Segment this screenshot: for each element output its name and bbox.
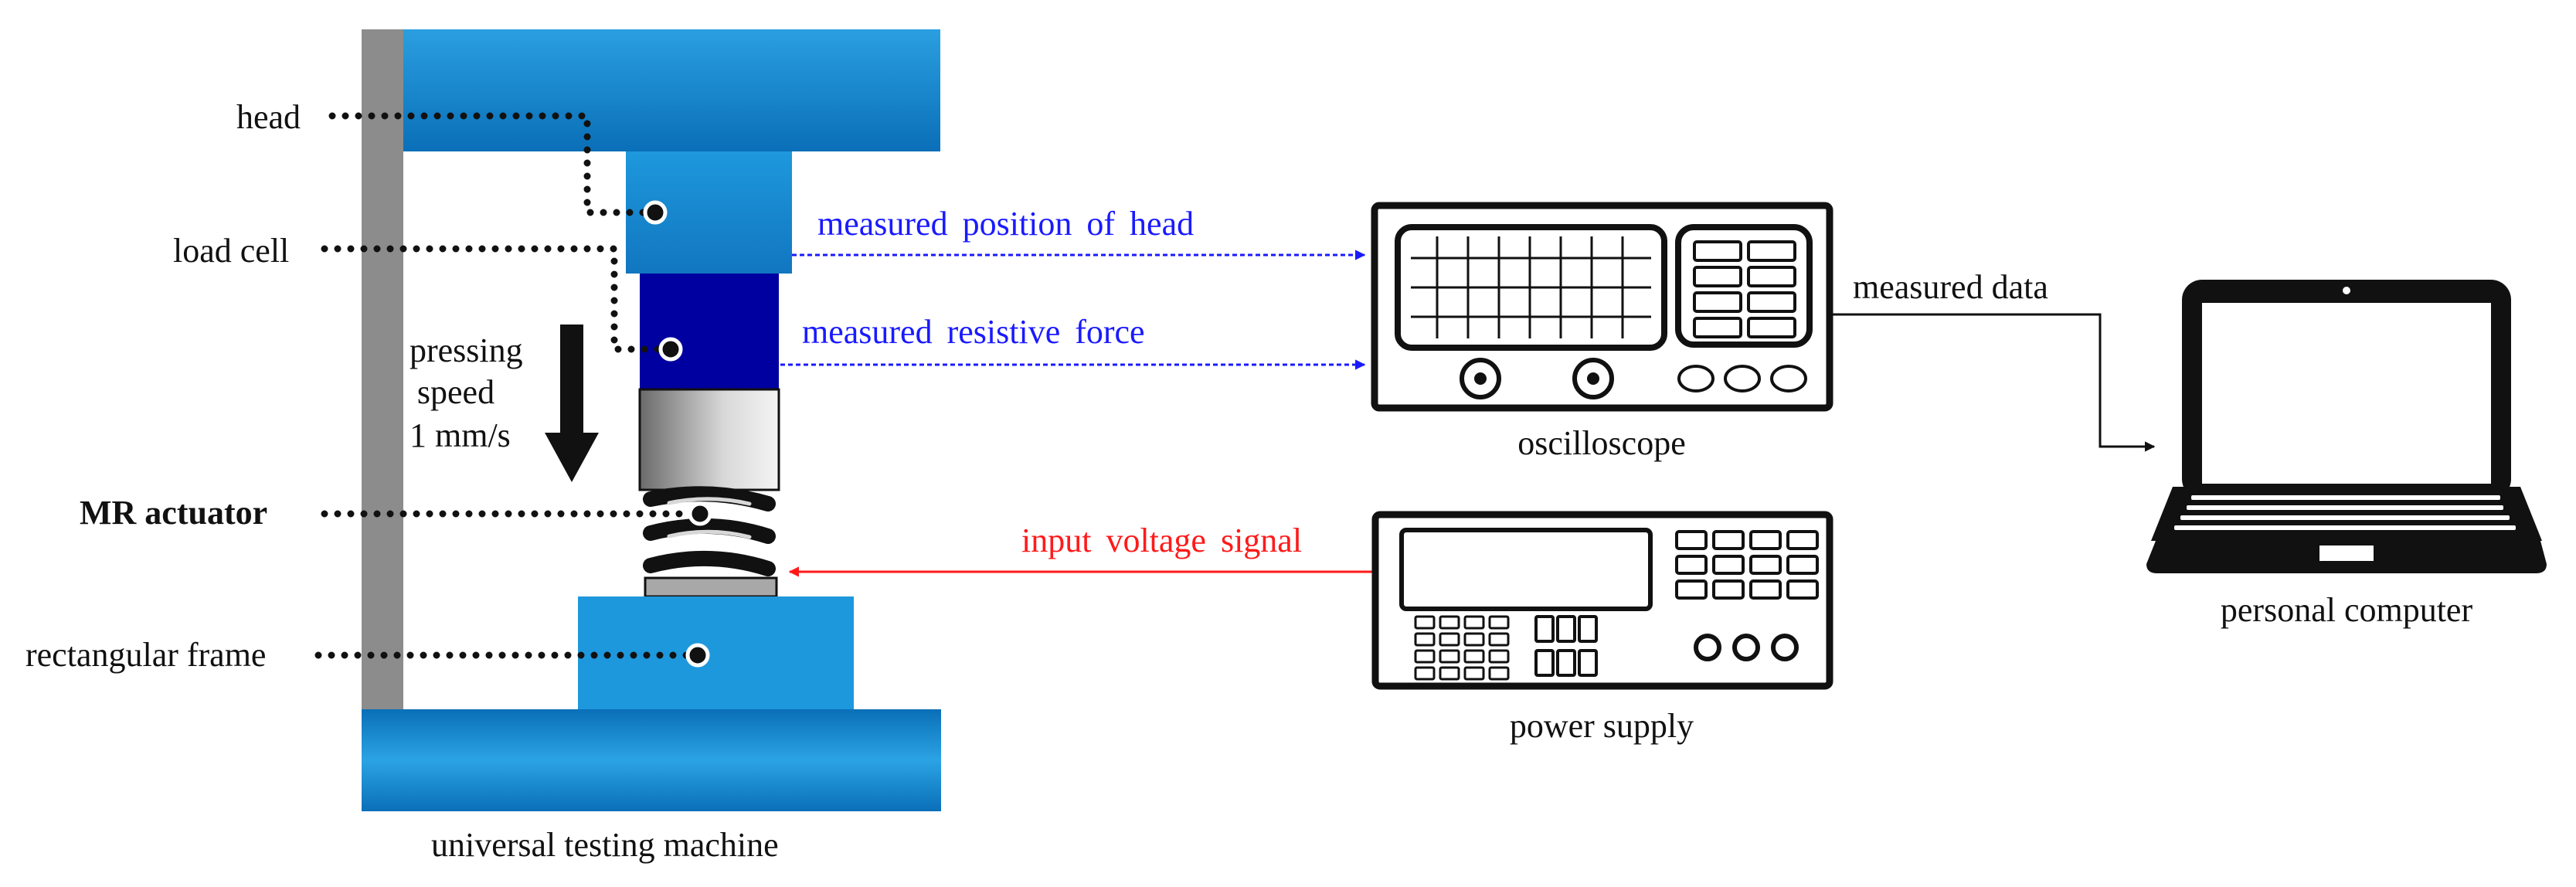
mr-actuator-label: MR actuator [80,494,268,532]
power-supply-icon [1371,511,1833,690]
measured-data-line [1830,313,2156,452]
leader-dot-head [643,200,668,225]
leader-dot-mr-actuator [688,501,712,526]
leader-lines [314,112,704,659]
measured-data-label: measured data [1853,268,2048,306]
pressing-speed-label-1: pressing [410,331,523,369]
rectangular-frame-label: rectangular frame [25,636,267,674]
leader-dot-load-cell [658,337,683,362]
oscilloscope-icon [1371,202,1833,412]
load-cell-label: load cell [173,232,290,270]
utm-label: universal testing machine [431,826,779,864]
pressing-speed-label-2: speed [416,373,495,411]
leader-end-dots [643,200,712,668]
mr-actuator-cylinder [638,388,780,491]
signal-lines [780,250,2156,577]
leader-load-cell [321,245,675,353]
mr-actuator-spring-highlight [667,497,752,539]
leader-dot-rectangular-frame [685,643,710,668]
oscilloscope-label: oscilloscope [1517,424,1686,462]
mr-actuator-spring [643,486,776,576]
machine-bottom-beam [362,709,941,811]
machine-top-beam [403,29,940,151]
leader-head [328,112,659,216]
head-label: head [236,98,301,136]
load-cell-block [640,274,779,389]
mr-actuator-base [644,576,778,598]
laptop-icon [2146,280,2547,573]
down-arrow-icon [545,325,599,482]
machine-column [362,29,403,709]
input-voltage-label: input voltage signal [1021,522,1303,559]
power-supply-label: power supply [1509,707,1694,745]
universal-testing-machine [314,29,941,811]
pressing-speed-label-3: 1 mm/s [410,416,511,454]
measured-force-label: measured resistive force [802,313,1145,351]
rectangular-frame-block [578,596,854,709]
personal-computer-label: personal computer [2220,591,2473,629]
measured-position-label: measured position of head [817,205,1195,243]
